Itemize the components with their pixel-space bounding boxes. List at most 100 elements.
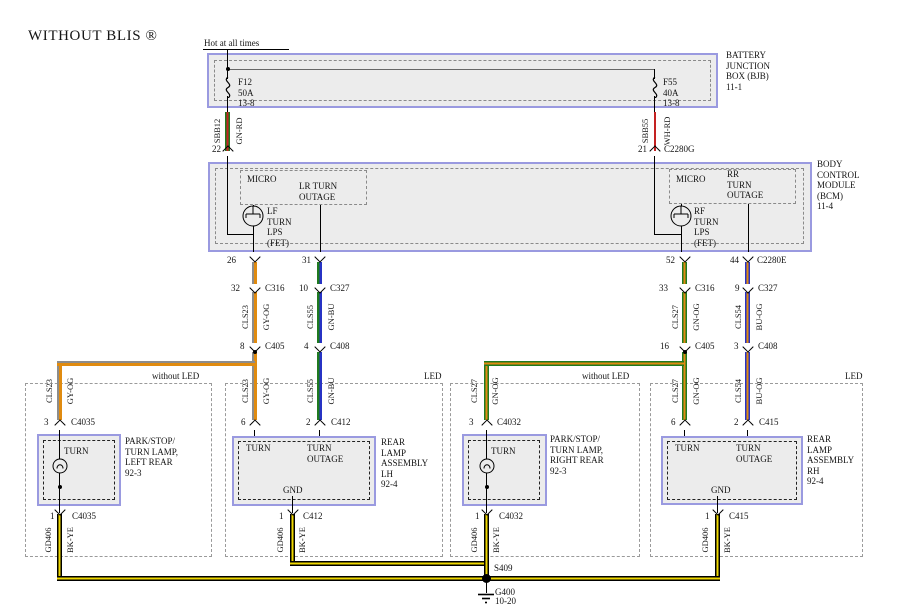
wire-cls23-seg3 bbox=[252, 352, 257, 420]
fuse-f55-icon bbox=[648, 76, 662, 103]
pin-26: 26 bbox=[227, 255, 236, 265]
micro-box-right bbox=[669, 169, 796, 204]
bcm-right-feed-h bbox=[654, 234, 682, 235]
wire-cls27-seg2 bbox=[682, 292, 687, 343]
g400-stem bbox=[486, 582, 487, 593]
gy-og-label-c: GY-OG bbox=[261, 377, 271, 405]
pin-1-lh: 1 bbox=[279, 511, 284, 521]
wire-gd406-bus-left bbox=[57, 576, 488, 581]
junction-bjb bbox=[226, 67, 230, 71]
ground-g400: G400 bbox=[495, 587, 515, 597]
f55-stub-bottom bbox=[654, 96, 655, 113]
lamp-left-top-stub bbox=[59, 430, 60, 459]
bcm-left-feed-v bbox=[227, 156, 228, 235]
wire-cls23-seg1 bbox=[252, 262, 257, 284]
wire-cls55-seg1 bbox=[317, 262, 322, 284]
park-stop-turn-lamp-right-box bbox=[462, 434, 547, 506]
rf-turn-lps-fet-label: RF TURN LPS (FET) bbox=[694, 206, 719, 248]
rear-lamp-assembly-lh-inner bbox=[238, 441, 370, 500]
pin-2-lh: 2 bbox=[306, 417, 311, 427]
cls27-label-a: CLS27 bbox=[670, 304, 680, 330]
wire-cls27-branch-v bbox=[484, 366, 489, 420]
bcm-right-feed-v bbox=[654, 156, 655, 235]
wire-cls27-branch-h bbox=[484, 361, 684, 366]
without-led-right: without LED bbox=[582, 371, 630, 381]
gd406-label-2: GD406 bbox=[275, 527, 285, 553]
turn-outage-lh: TURN OUTAGE bbox=[307, 443, 344, 464]
rr-turn-outage-label: RR TURN OUTAGE bbox=[727, 169, 764, 200]
pin-22: 22 bbox=[212, 144, 221, 154]
wire-gd406-bus-right bbox=[484, 576, 720, 581]
wire-cls54-seg2 bbox=[745, 292, 750, 343]
conn-arrow-pin44 bbox=[742, 251, 754, 263]
bjb-label: BATTERY JUNCTION BOX (BJB) 11-1 bbox=[726, 50, 770, 92]
hot-feed-underline bbox=[203, 49, 289, 50]
fet-right-top-stub bbox=[681, 204, 682, 206]
conn-c4035-bottom: C4035 bbox=[72, 511, 97, 521]
gn-og-label-a: GN-OG bbox=[691, 303, 701, 331]
pin-1-rh: 1 bbox=[705, 511, 710, 521]
hot-at-all-times: Hot at all times bbox=[204, 38, 260, 48]
rear-lamp-assembly-lh-box bbox=[232, 436, 376, 506]
f55-label: F55 40A 13-8 bbox=[663, 77, 680, 108]
f55-drop bbox=[654, 69, 655, 79]
wire-cls55-seg2 bbox=[317, 292, 322, 343]
bu-og-label-a: BU-OG bbox=[754, 303, 764, 331]
pin-52: 52 bbox=[666, 255, 675, 265]
bk-ye-label-4: BK-YE bbox=[722, 527, 732, 553]
fet-lf-icon bbox=[242, 205, 264, 232]
gd406-label-1: GD406 bbox=[43, 527, 53, 553]
wire-cls54-seg3 bbox=[745, 352, 750, 420]
conn-c412-bottom: C412 bbox=[303, 511, 323, 521]
conn-c4032-top: C4032 bbox=[497, 417, 522, 427]
pin-10: 10 bbox=[299, 283, 308, 293]
turn-lh: TURN bbox=[246, 443, 271, 453]
bk-ye-label-2: BK-YE bbox=[297, 527, 307, 553]
conn-arrow-pin21 bbox=[649, 145, 661, 157]
rr-outage-drop bbox=[748, 204, 749, 252]
wire-cls23-seg2 bbox=[252, 292, 257, 343]
conn-c4032-bottom: C4032 bbox=[499, 511, 524, 521]
pin-2-rh: 2 bbox=[734, 417, 739, 427]
turn-lamp-right: TURN bbox=[491, 446, 516, 456]
battery-junction-box-inner bbox=[214, 60, 711, 101]
gd406-label-4: GD406 bbox=[700, 527, 710, 553]
wire-cls23-branch-h bbox=[57, 361, 255, 366]
cls23-label-c: CLS23 bbox=[240, 378, 250, 404]
lh-gnd-stub bbox=[292, 496, 293, 513]
conn-arrow-pin52 bbox=[679, 251, 691, 263]
wire-cls55-seg3 bbox=[317, 352, 322, 420]
lamp-right-bottom-stub bbox=[486, 473, 487, 513]
gy-og-label-a: GY-OG bbox=[261, 303, 271, 331]
group-led-left bbox=[225, 383, 443, 557]
lh-pin6-stub bbox=[254, 430, 255, 436]
led-left: LED bbox=[424, 371, 442, 381]
turn-lamp-left: TURN bbox=[64, 446, 89, 456]
conn-c408-left: C408 bbox=[330, 341, 350, 351]
pin-9: 9 bbox=[735, 283, 740, 293]
park-stop-turn-lamp-right-inner bbox=[468, 440, 540, 500]
gn-og-label-c: GN-OG bbox=[691, 377, 701, 405]
gy-og-label-b: GY-OG bbox=[65, 377, 75, 405]
cls27-label-c: CLS27 bbox=[670, 378, 680, 404]
cls54-label-a: CLS54 bbox=[733, 304, 743, 330]
f12-stub-top bbox=[227, 69, 228, 79]
conn-c408-right: C408 bbox=[758, 341, 778, 351]
rh-pin6-stub bbox=[684, 430, 685, 436]
fuse-f12-icon bbox=[221, 76, 235, 103]
conn-c415-top: C415 bbox=[759, 417, 779, 427]
park-stop-turn-lamp-left-box bbox=[37, 434, 121, 506]
cls55-label-a: CLS55 bbox=[305, 304, 315, 330]
conn-c327-left: C327 bbox=[330, 283, 350, 293]
fet-left-stem bbox=[253, 226, 254, 252]
pin-8: 8 bbox=[240, 341, 245, 351]
ground-g400-ref: 10-20 bbox=[495, 596, 516, 606]
micro-box-left bbox=[240, 170, 367, 205]
wire-gd406-lh-h bbox=[290, 561, 488, 566]
junction-lamp-left bbox=[58, 485, 62, 489]
junction-lamp-right bbox=[485, 485, 489, 489]
f12-label: F12 50A 13-8 bbox=[238, 77, 255, 108]
splice-s409-dot bbox=[481, 573, 491, 583]
junction-c405-right bbox=[683, 350, 687, 354]
cls23-label-a: CLS23 bbox=[240, 304, 250, 330]
